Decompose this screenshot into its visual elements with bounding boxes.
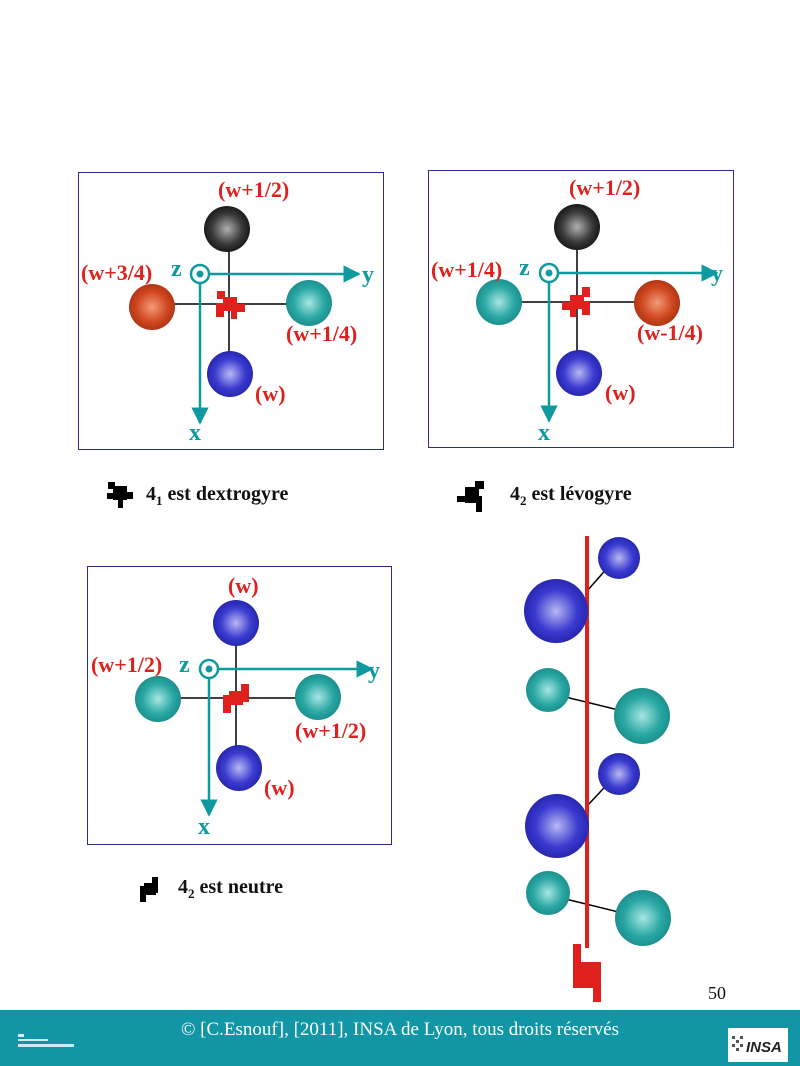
- atom-left-teal: [476, 279, 522, 325]
- helix-atom-teal-large-1: [614, 688, 670, 744]
- label-top: (w+1/2): [569, 175, 641, 200]
- helix-diagram: [524, 536, 671, 1002]
- svg-text:INSA: INSA: [746, 1039, 782, 1056]
- helix-atom-blue-large-1: [524, 579, 588, 643]
- atom-top-dark: [204, 206, 250, 252]
- atom-right-teal: [286, 280, 332, 326]
- axis-z-label: z: [179, 652, 190, 678]
- label-top: (w): [228, 573, 259, 598]
- helix-atom-blue-large-2: [525, 794, 589, 858]
- panel-4-2-neutre: (w) (w+1/2) (w+1/2) (w) z y x: [87, 566, 392, 845]
- footer-bar: © [C.Esnouf], [2011], INSA de Lyon, tous…: [0, 1010, 800, 1066]
- atom-left-teal: [135, 676, 181, 722]
- axis-y-label: y: [362, 262, 374, 288]
- screw-4-2-black-icon: [140, 877, 158, 902]
- screw-axis-4-3-icon: [562, 287, 590, 317]
- atom-right-orange: [634, 280, 680, 326]
- copyright-text: © [C.Esnouf], [2011], INSA de Lyon, tous…: [180, 1019, 619, 1040]
- screw-4-3-black-icon: [457, 481, 484, 512]
- screw-axis-4-2-base-icon: [573, 944, 601, 1002]
- label-top: (w+1/2): [218, 177, 290, 202]
- axis-z-label: z: [519, 255, 530, 281]
- screw-axis-4-2-icon: [223, 684, 249, 713]
- axis-x-label: x: [198, 814, 210, 840]
- atom-left-orange: [129, 284, 175, 330]
- label-bottom: (w): [264, 775, 295, 800]
- panel1-diagram: [129, 206, 361, 425]
- atom-right-teal: [295, 674, 341, 720]
- atom-top-dark: [554, 204, 600, 250]
- helix-atom-teal-small-2: [526, 871, 570, 915]
- caption-4-3: 42 est lévogyre: [510, 483, 632, 508]
- label-right: (w-1/4): [637, 320, 703, 345]
- helix-atom-teal-small-1: [526, 668, 570, 712]
- helix-atom-blue-small-1: [598, 537, 640, 579]
- axis-x-label: x: [538, 420, 550, 446]
- label-right: (w+1/2): [295, 718, 367, 743]
- page-number: 50: [708, 983, 726, 1003]
- universite-de-lyon-logo: [18, 1034, 74, 1047]
- label-left: (w+3/4): [81, 260, 153, 285]
- axis-y-label: y: [368, 658, 380, 684]
- panel2-diagram: [476, 204, 719, 423]
- helix-atom-teal-large-2: [615, 890, 671, 946]
- caption-4-1: 41 est dextrogyre: [146, 483, 289, 508]
- screw-4-1-black-icon: [107, 482, 133, 508]
- insa-logo: INSA: [728, 1028, 788, 1062]
- label-left: (w+1/4): [431, 257, 503, 282]
- axis-y-label: y: [711, 261, 723, 287]
- panel3-diagram: [135, 600, 374, 817]
- screw-axis-4-1-icon: [216, 291, 245, 319]
- caption-4-2: 42 est neutre: [178, 876, 283, 901]
- label-right: (w+1/4): [286, 321, 358, 346]
- panel-4-1-dextrogyre: (w+1/2) (w+3/4) (w+1/4) (w) z y x: [78, 172, 384, 450]
- label-bottom: (w): [605, 380, 636, 405]
- axis-z-label: z: [171, 256, 182, 282]
- atom-bottom-blue: [556, 350, 602, 396]
- atom-bottom-blue: [216, 745, 262, 791]
- axis-x-label: x: [189, 420, 201, 446]
- atom-top-blue: [213, 600, 259, 646]
- label-bottom: (w): [255, 381, 286, 406]
- panel-4-3-levogyre: (w+1/2) (w+1/4) (w-1/4) (w) z y x: [428, 170, 734, 448]
- helix-atom-blue-small-2: [598, 753, 640, 795]
- atom-bottom-blue: [207, 351, 253, 397]
- label-left: (w+1/2): [91, 652, 163, 677]
